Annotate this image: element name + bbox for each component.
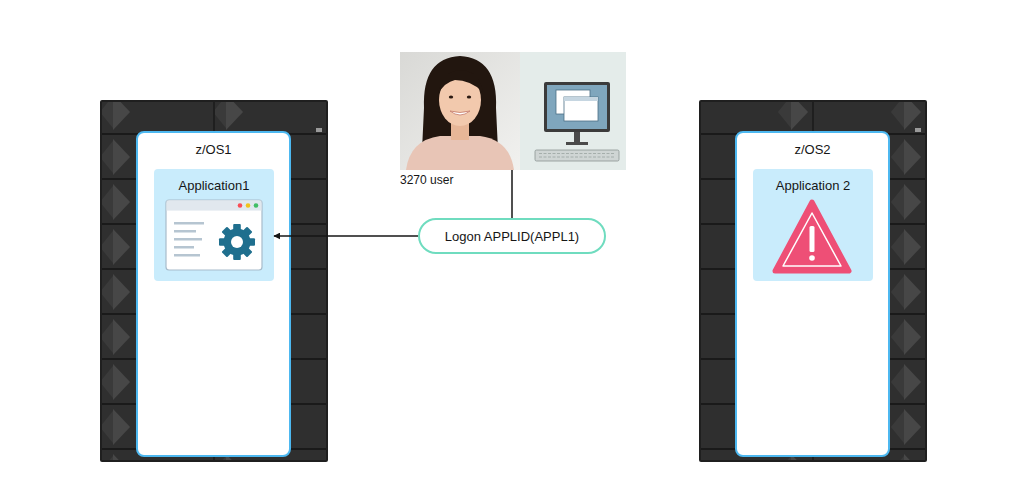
mainframe-rack <box>699 100 927 462</box>
window-line <box>174 230 196 233</box>
window-dot <box>254 203 259 208</box>
user-photo <box>400 52 520 170</box>
gear-hole <box>231 236 243 248</box>
rack-frame <box>100 100 328 462</box>
keyboard <box>535 150 619 161</box>
screen-window <box>564 97 598 121</box>
window-line <box>174 222 204 225</box>
warning-triangle <box>775 202 849 271</box>
connector-line <box>274 235 418 237</box>
computer-illustration <box>520 52 626 170</box>
user-blouse <box>406 136 514 170</box>
warning-symbol <box>775 202 849 271</box>
gear-symbol <box>219 224 255 260</box>
node-label: 3270 user <box>400 173 453 187</box>
monitor-base <box>566 142 588 145</box>
window-dot <box>238 203 243 208</box>
application-box: Application1 <box>154 169 274 281</box>
application-box: Application 2 <box>753 169 873 281</box>
monitor-stand <box>574 132 580 142</box>
warning-dot <box>809 255 815 261</box>
system-panel: z/OS1Application1 <box>136 131 291 457</box>
node-label: Logon APPLID(APPL1) <box>445 229 579 244</box>
rack-logo <box>316 128 322 132</box>
user-terminal: 3270 user <box>400 52 626 170</box>
keyboard-keys <box>539 154 615 158</box>
screen-window <box>556 90 590 114</box>
node-label: z/OS2 <box>737 142 888 157</box>
user-eye <box>467 95 471 98</box>
user-smile <box>450 111 470 115</box>
window-frame <box>166 200 262 270</box>
gear-tooth <box>222 227 253 258</box>
mainframe-rack <box>100 100 328 462</box>
gear-tooth <box>233 224 241 260</box>
node-label: Application1 <box>154 178 274 193</box>
node-label: Application 2 <box>753 178 873 193</box>
rack-frame <box>699 100 927 462</box>
window-titlebar <box>167 201 262 211</box>
window-dot <box>246 203 251 208</box>
warning-bar <box>810 226 815 252</box>
user-eye <box>449 95 453 98</box>
window-line <box>174 238 202 241</box>
rack-logo <box>915 128 921 132</box>
connector-line <box>511 170 513 218</box>
warning-inner-outline <box>783 213 841 266</box>
user-hair <box>422 56 498 150</box>
monitor-frame <box>544 82 610 132</box>
photo-background <box>400 52 520 170</box>
gear-tooth <box>219 238 255 246</box>
system-panel: z/OS2Application 2 <box>735 131 890 457</box>
user-face <box>439 74 481 126</box>
window-line <box>174 246 194 249</box>
node-label: z/OS1 <box>138 142 289 157</box>
logon-command: Logon APPLID(APPL1) <box>418 218 606 254</box>
user-neck <box>451 118 469 140</box>
window-line <box>174 254 200 257</box>
screen-titlebar <box>564 97 598 101</box>
application-icon <box>166 200 262 270</box>
computer-background <box>520 52 626 170</box>
monitor-screen <box>547 85 607 129</box>
gear-body <box>224 229 251 256</box>
user-fringe <box>438 70 483 94</box>
gear-tooth <box>222 227 253 258</box>
